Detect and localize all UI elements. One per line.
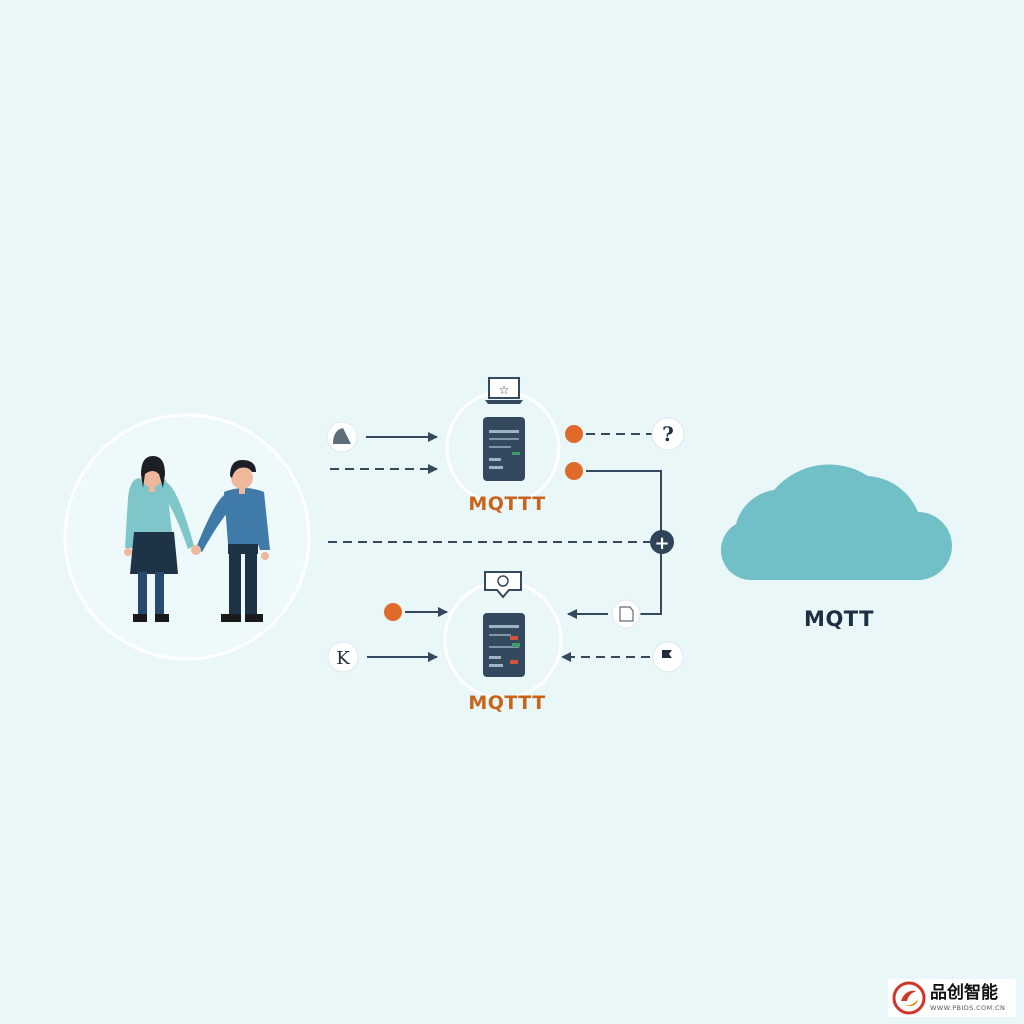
broker-bottom: MQTTT bbox=[443, 571, 563, 714]
svg-text:☆: ☆ bbox=[499, 383, 510, 397]
broker-top: ☆ MQTTT bbox=[445, 377, 561, 515]
orange-dot-top-1 bbox=[565, 425, 583, 443]
watermark-brand: 品创智能 bbox=[930, 982, 998, 1003]
half-circle-icon bbox=[326, 421, 358, 453]
man-figure bbox=[191, 460, 270, 622]
question-icon: ? bbox=[651, 417, 685, 451]
server-bottom-icon bbox=[483, 613, 525, 677]
cloud-icon bbox=[720, 464, 952, 581]
document-icon bbox=[611, 599, 641, 629]
brand-logo-icon bbox=[892, 981, 926, 1015]
speech-bubble-icon bbox=[484, 571, 522, 599]
laptop-star-icon: ☆ bbox=[485, 377, 523, 404]
watermark: 品创智能 WWW.PBIDS.COM.CN bbox=[888, 979, 1016, 1017]
orange-dot-bottom bbox=[384, 603, 402, 621]
cloud-label: MQTT bbox=[804, 607, 874, 631]
question-glyph: ? bbox=[662, 422, 674, 446]
broker-bottom-label: MQTTT bbox=[468, 692, 545, 714]
orange-dot-top-2 bbox=[565, 462, 583, 480]
k-icon: K bbox=[327, 641, 359, 673]
plus-icon: + bbox=[650, 530, 674, 554]
watermark-url: WWW.PBIDS.COM.CN bbox=[930, 1003, 1006, 1012]
plus-glyph: + bbox=[654, 533, 669, 554]
broker-top-label: MQTTT bbox=[468, 493, 545, 515]
people-group bbox=[63, 413, 311, 661]
k-glyph: K bbox=[336, 648, 350, 669]
server-top-icon bbox=[483, 417, 525, 481]
woman-figure bbox=[124, 456, 194, 622]
flag-icon bbox=[652, 641, 684, 673]
